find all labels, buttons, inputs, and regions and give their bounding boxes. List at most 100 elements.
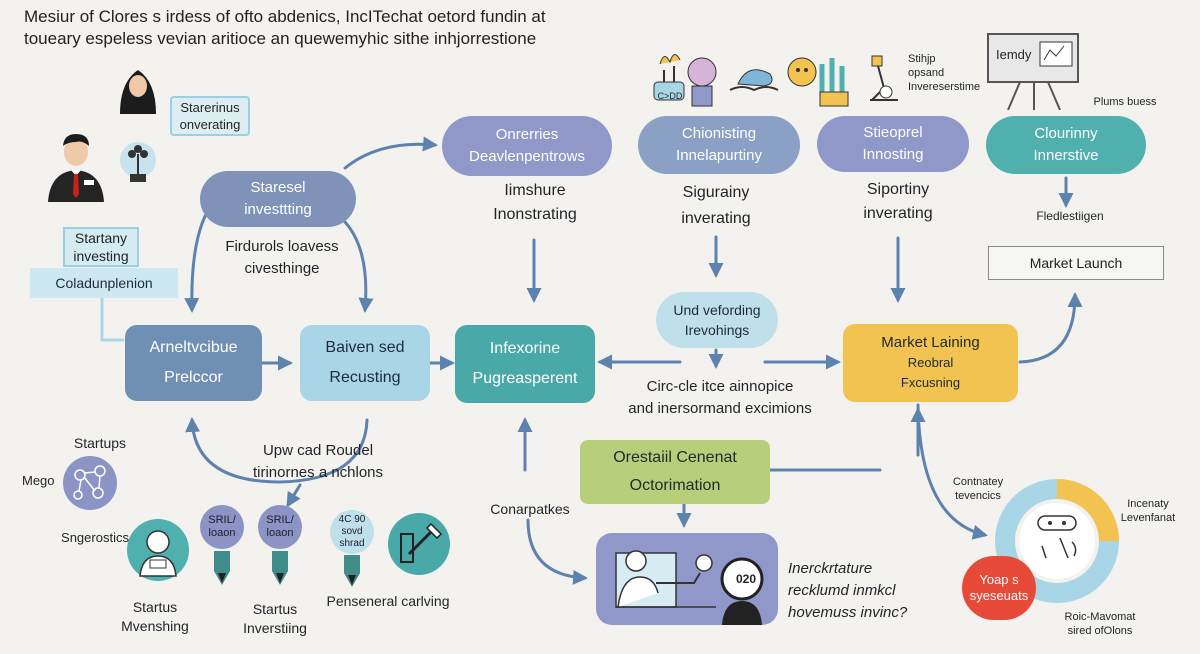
- arrow-upw-down: [286, 483, 302, 508]
- arrow-upw-loop: [185, 417, 369, 484]
- badge2-line-1: SRIL/: [266, 514, 294, 526]
- upw-caption: Upw cad Roudel tirinornes a nchlons: [238, 440, 398, 484]
- iimshure-line-1: Iimshure: [504, 182, 566, 199]
- inerckrtature-caption: Inerckrtature recklumd inmkcl hovemuss i…: [788, 558, 918, 624]
- upw-line-1: Upw cad Roudel: [262, 442, 374, 459]
- baiven-recusting-node: Baiven sed Recusting: [300, 325, 430, 401]
- arrow-laining-to-launch: [1018, 292, 1083, 364]
- arneltuc-line-2: Prelccor: [164, 369, 223, 386]
- penseneral-label: Penseneral carlving: [326, 593, 450, 609]
- siportiny-line-1: Siportiny: [866, 181, 930, 198]
- scientist-monitor-card: [596, 533, 778, 625]
- speech-line-1: Starerinus: [180, 100, 240, 115]
- circle-caption: Circ-cle itce ainnopice and inersormand …: [620, 376, 820, 420]
- yoap-red-circle: Yoap s syeseuats: [962, 556, 1036, 620]
- und-line-2: Irevohings: [684, 322, 750, 338]
- contnatey-line-1: Contnatey: [952, 476, 1004, 488]
- onrerries-line-2: Deavlenpentrows: [469, 148, 585, 165]
- microscope-icon: [858, 52, 910, 108]
- icon-note-line-3: Invereserstime: [908, 81, 981, 93]
- market-laining-line-3: Fxcusning: [900, 375, 961, 390]
- speech-bubble: Starerinus onverating: [170, 96, 250, 136]
- inerckr-line-3: hovemuss invinc?: [788, 604, 908, 621]
- startus2-line-2: Inverstiing: [243, 620, 307, 636]
- badge1-line-2: loaon: [208, 527, 236, 539]
- arrow-staresel-to-onrerries: [343, 136, 438, 170]
- inerckr-line-2: recklumd inmkcl: [788, 582, 896, 599]
- header-line-2: toueary espeless vevian aritioce an quew…: [24, 29, 537, 48]
- person-bust-icon: [126, 518, 190, 582]
- firdurols-caption: Firdurols loavess civesthinge: [212, 236, 352, 280]
- clourinny-node: Clourinny Innerstive: [986, 116, 1146, 174]
- startus2-line-1: Startus: [252, 601, 298, 617]
- startany-line-2: investing: [73, 248, 129, 264]
- scientist-monitor-icon: [615, 550, 764, 625]
- stieoprel-line-1: Stieoprel: [863, 124, 923, 141]
- businessman-avatar-icon: [46, 130, 106, 202]
- fledlestiigen-label: Fledlestiigen: [1036, 209, 1104, 223]
- und-line-1: Und vefording: [673, 302, 761, 318]
- header-title: Mesiur of Clores s irdess of ofto abdeni…: [24, 6, 546, 50]
- firdurols-line-1: Firdurols loavess: [225, 238, 339, 255]
- plums-label: Plums buess: [1093, 96, 1157, 108]
- onrerries-line-1: Onrerries: [495, 126, 559, 143]
- woman-avatar-icon: [112, 62, 164, 114]
- market-laining-line-1: Market Laining: [881, 334, 980, 351]
- circo-line-2: and inersormand excimions: [628, 400, 812, 417]
- yoap-line-1: Yoap s: [979, 572, 1019, 587]
- startus1-line-1: Startus: [132, 599, 178, 615]
- arneltvcibue-prelccor-node: Arneltvcibue Prelccor: [125, 325, 262, 401]
- sngerostics-label: Sngerostics: [61, 530, 129, 545]
- coladunplenion-label: Coladunplenion: [30, 268, 178, 298]
- iimshure-line-2: Inonstrating: [493, 206, 577, 223]
- orestail-octorimation-node: Orestaiil Cenenat Octorimation: [580, 440, 770, 504]
- circo-line-1: Circ-cle itce ainnopice: [646, 378, 794, 395]
- incenaty-line-1: Incenaty: [1127, 498, 1169, 510]
- orestail-line-1: Orestaiil Cenenat: [613, 449, 737, 466]
- icon-note-line-2: opsand: [908, 67, 945, 79]
- idea-icons-row: [652, 44, 862, 110]
- startus-mvenshing-label: Startus Mvenshing: [110, 598, 200, 636]
- sigurainy-line-1: Sigurainy: [682, 184, 750, 201]
- badge-4c90: 4C 90 sovd shrad: [330, 510, 374, 554]
- arneltuc-line-1: Arneltvcibue: [149, 339, 238, 356]
- startany-line-1: Startany: [74, 230, 128, 246]
- stieoprel-node: Stieoprel Innosting: [817, 116, 969, 172]
- incenaty-caption: Incenaty Levenfanat: [1110, 497, 1186, 525]
- badge3-line-1: 4C 90: [338, 514, 366, 525]
- sigurainy-line-2: inverating: [681, 210, 751, 227]
- upw-line-2: tirinornes a nchlons: [252, 464, 384, 481]
- infexorine-node: Infexorine Pugreasperent: [455, 325, 595, 403]
- pencil-tip-icon-2: [270, 551, 290, 585]
- staresel-investing-node: Staresel investtting: [200, 171, 356, 227]
- und-vefording-node: Und vefording Irevohings: [656, 292, 778, 348]
- pencil-tip-icon: [212, 551, 232, 585]
- startus-inverstiing-label: Startus Inverstiing: [230, 600, 320, 638]
- icon-note-line-1: Stihjp: [908, 53, 936, 65]
- startus1-line-2: Mvenshing: [121, 618, 189, 634]
- siportiny-line-2: inverating: [863, 205, 933, 222]
- yoap-line-2: syeseuats: [969, 588, 1029, 603]
- staresel-line-2: investtting: [244, 201, 312, 218]
- infexorine-line-2: Pugreasperent: [472, 370, 578, 387]
- chionisting-line-2: Innelapurtiny: [676, 147, 762, 164]
- firdurols-line-2: civesthinge: [244, 260, 320, 277]
- badge3-line-3: shrad: [339, 538, 365, 549]
- badge2-line-2: loaon: [266, 527, 294, 539]
- sril-badge-1: SRIL/ loaon: [200, 505, 244, 549]
- chionisting-line-1: Chionisting: [681, 125, 757, 142]
- header-line-1: Mesiur of Clores s irdess of ofto abdeni…: [24, 7, 546, 26]
- roic-line-1: Roic-Mavomat: [1064, 611, 1136, 623]
- pencil-tip-icon-3: [342, 555, 362, 587]
- infexorine-line-1: Infexorine: [489, 340, 561, 357]
- clourinny-line-1: Clourinny: [1034, 125, 1098, 142]
- baiven-line-2: Recusting: [329, 369, 401, 386]
- plant-idea-icon: [118, 140, 158, 184]
- stieoprel-line-2: Innosting: [862, 146, 924, 163]
- startups-label: Startups: [73, 435, 127, 451]
- monitor-label: 020: [735, 572, 757, 586]
- market-laining-line-2: Reobral: [907, 355, 954, 370]
- staresel-line-1: Staresel: [250, 179, 306, 196]
- icon-note-caption: Stihjp opsand Invereserstime: [908, 52, 981, 94]
